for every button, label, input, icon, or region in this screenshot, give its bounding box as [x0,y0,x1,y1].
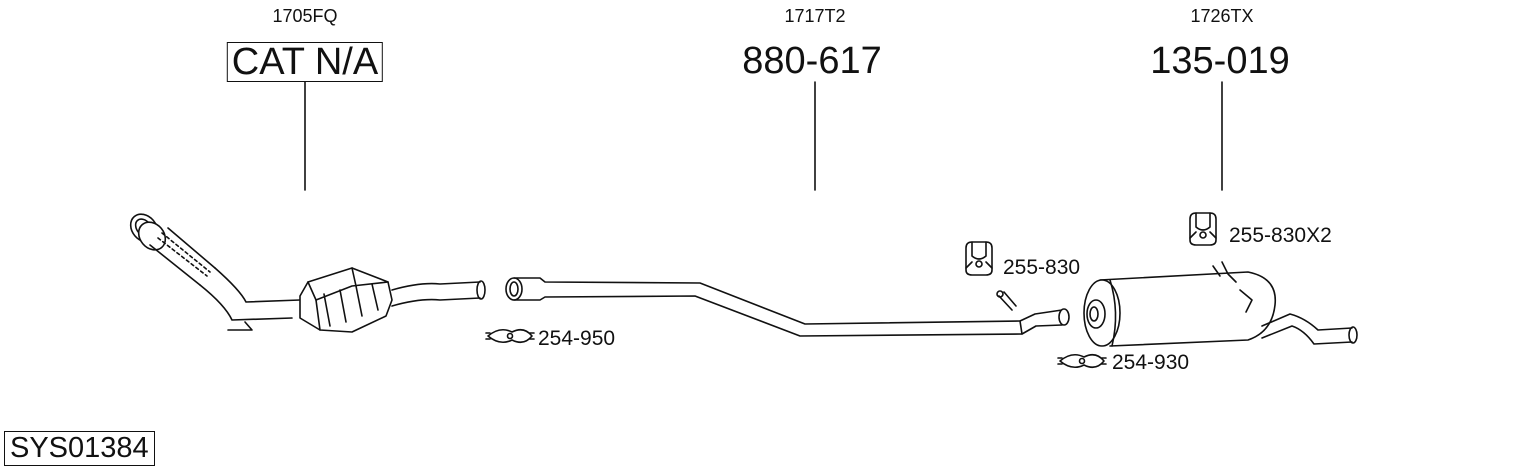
section-part-rear: 135-019 [1150,40,1290,82]
section-ref-middle: 1717T2 [784,6,846,26]
mount-label-mid: 255-830 [1003,256,1081,279]
rear-silencer [1083,261,1358,347]
middle-pipe [505,277,1070,337]
mount-icon-rear [1189,212,1217,246]
clamp-label-front: 254-950 [538,327,616,350]
clamp-icon-rear [1057,353,1107,369]
section-part-cat: CAT N/A [226,42,384,82]
mount-icon-mid [965,241,993,276]
catalytic-converter-assembly [129,213,486,333]
section-ref-cat: 1705FQ [272,6,338,26]
section-ref-rear: 1726TX [1190,6,1254,26]
clamp-icon-front [485,328,535,344]
system-code: SYS01384 [4,431,155,467]
section-part-middle: 880-617 [742,40,882,82]
mount-label-rear: 255-830X2 [1229,224,1332,247]
clamp-label-rear: 254-930 [1112,351,1190,374]
